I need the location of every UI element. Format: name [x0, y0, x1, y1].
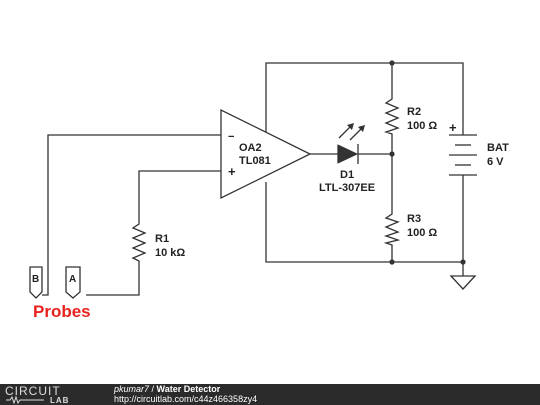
logo-word-bottom: LAB	[50, 396, 69, 404]
r3-ref: R3	[407, 213, 421, 225]
battery-plus-mark: +	[449, 120, 457, 135]
probe-a-letter: A	[69, 274, 76, 285]
wire-r1-probe-a	[86, 268, 140, 296]
led-ref: D1	[340, 169, 354, 181]
battery-value: 6 V	[487, 156, 504, 168]
junction-dot-top	[389, 60, 395, 66]
resistor-r2-symbol	[383, 93, 400, 137]
led-diode-body	[337, 144, 359, 164]
probe-a-tab	[65, 266, 81, 299]
junction-dot-battery	[460, 259, 466, 265]
logo-resistor-icon	[6, 395, 44, 404]
led-arrowhead-2	[358, 125, 365, 132]
r3-value: 100 Ω	[407, 227, 437, 239]
circuitlab-logo[interactable]: CIRCUIT LAB	[4, 385, 94, 404]
r2-ref: R2	[407, 106, 421, 118]
r1-value: 10 kΩ	[155, 247, 185, 259]
led-part: LTL-307EE	[319, 182, 375, 194]
path-separator: /	[149, 384, 157, 394]
footer-bar: CIRCUIT LAB pkumar7 / Water Detector htt…	[0, 384, 540, 405]
opamp-part: TL081	[239, 155, 271, 167]
opamp-minus-mark: −	[228, 131, 234, 143]
circuit-meta: pkumar7 / Water Detector http://circuitl…	[114, 384, 258, 404]
r2-value: 100 Ω	[407, 120, 437, 132]
author-link[interactable]: pkumar7	[114, 384, 150, 394]
junction-dot-bottom	[389, 259, 395, 265]
opamp-symbol	[220, 108, 312, 200]
wire-top-rail	[265, 62, 464, 135]
junction-dot-middle	[389, 151, 395, 157]
author-title-line: pkumar7 / Water Detector	[114, 384, 257, 395]
circuit-schematic: − + OA2 TL081 D1 LTL-307EE R1 10 kΩ R2 1…	[29, 60, 509, 321]
resistor-r3-symbol	[383, 208, 401, 246]
circuit-url[interactable]: http://circuitlab.com/c44z466358zy4	[114, 393, 258, 404]
wire-bottom-rail	[265, 182, 463, 263]
r1-ref: R1	[155, 233, 169, 245]
opamp-ref: OA2	[239, 142, 262, 154]
probe-b-letter: B	[32, 274, 39, 285]
probes-label: Probes	[33, 302, 91, 321]
circuit-title: Water Detector	[156, 384, 221, 394]
logo-word-top: CIRCUIT	[5, 385, 61, 398]
resistor-r1-symbol	[131, 217, 147, 268]
wire-probe-a	[138, 170, 221, 217]
led-arrowhead-1	[347, 123, 354, 130]
opamp-plus-mark: +	[228, 164, 236, 179]
probe-b-tab	[29, 266, 43, 299]
battery-ref: BAT	[487, 142, 509, 154]
wire-probe-b	[42, 134, 221, 296]
ground-symbol	[449, 275, 477, 290]
